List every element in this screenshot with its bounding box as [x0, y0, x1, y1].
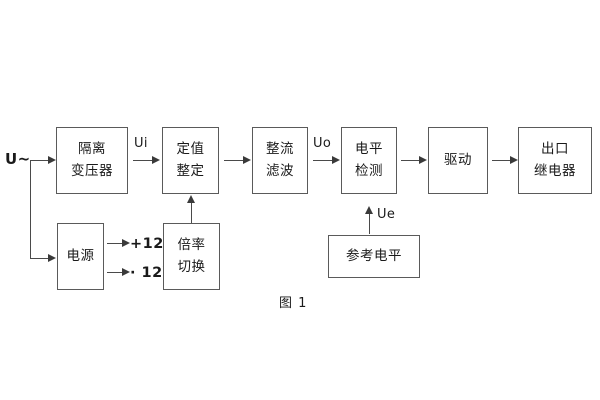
- wire-rail-negative: [107, 272, 124, 274]
- block-drive-line-1: 驱动: [444, 151, 472, 168]
- signal-label-ue: Ue: [377, 207, 396, 222]
- wire-level-to-drive: [401, 160, 421, 162]
- signal-label-uo: Uo: [313, 136, 332, 151]
- arrowhead-rectify-to-level: [332, 156, 340, 164]
- rail-label-negative: · 12V: [130, 265, 175, 281]
- signal-label-ui: Ui: [134, 136, 148, 151]
- block-multiplier-switch-line-1: 倍率: [177, 236, 206, 253]
- arrowhead-reference-to-level: [365, 206, 373, 214]
- block-setting-value-line-2: 整定: [176, 162, 205, 179]
- arrowhead-multiplier-to-setting: [187, 195, 195, 203]
- arrowhead-isolation-to-setting: [152, 156, 160, 164]
- input-rail-top-arrowhead: [48, 156, 56, 164]
- arrowhead-drive-to-relay: [510, 156, 518, 164]
- wire-setting-to-rectify: [224, 160, 245, 162]
- block-output-relay-line-2: 继电器: [534, 162, 576, 179]
- wire-reference-to-level: [369, 213, 371, 234]
- input-rail-bottom-branch-wire: [30, 258, 50, 260]
- block-drive: 驱动: [428, 127, 488, 194]
- wire-multiplier-to-setting: [191, 202, 193, 223]
- source-label-u: U~: [5, 150, 31, 168]
- wire-rail-positive: [107, 243, 124, 245]
- block-rectify-filter-line-2: 滤波: [266, 162, 294, 179]
- block-rectify-filter-line-1: 整流: [266, 140, 294, 157]
- block-rectify-filter: 整流 滤波: [252, 127, 308, 194]
- block-level-detection: 电平 检测: [341, 127, 397, 194]
- block-power-supply-line-1: 电源: [66, 247, 95, 264]
- block-multiplier-switch: 倍率 切换: [163, 223, 220, 290]
- block-output-relay-line-1: 出口: [541, 140, 569, 157]
- block-isolation-transformer: 隔离 变压器: [56, 127, 128, 194]
- wire-isolation-to-setting: [133, 160, 154, 162]
- wire-drive-to-relay: [492, 160, 512, 162]
- arrowhead-setting-to-rectify: [243, 156, 251, 164]
- wire-rectify-to-level: [313, 160, 334, 162]
- arrowhead-rail-positive: [122, 239, 130, 247]
- block-multiplier-switch-line-2: 切换: [177, 258, 206, 275]
- block-setting-value-line-1: 定值: [176, 140, 205, 157]
- input-rail-bottom-arrowhead: [48, 254, 56, 262]
- block-level-detection-line-1: 电平: [355, 140, 383, 157]
- figure-caption: 图 1: [279, 296, 308, 311]
- block-isolation-transformer-line-1: 隔离: [78, 140, 106, 157]
- arrowhead-level-to-drive: [419, 156, 427, 164]
- block-reference-level-line-1: 参考电平: [346, 247, 402, 264]
- block-level-detection-line-2: 检测: [355, 162, 383, 179]
- block-isolation-transformer-line-2: 变压器: [71, 162, 113, 179]
- input-rail-top-branch-wire: [30, 160, 50, 162]
- block-setting-value: 定值 整定: [162, 127, 219, 194]
- block-output-relay: 出口 继电器: [518, 127, 592, 194]
- block-reference-level: 参考电平: [328, 235, 420, 278]
- block-power-supply: 电源: [57, 223, 104, 290]
- input-rail-vertical-wire: [30, 160, 32, 259]
- arrowhead-rail-negative: [122, 268, 130, 276]
